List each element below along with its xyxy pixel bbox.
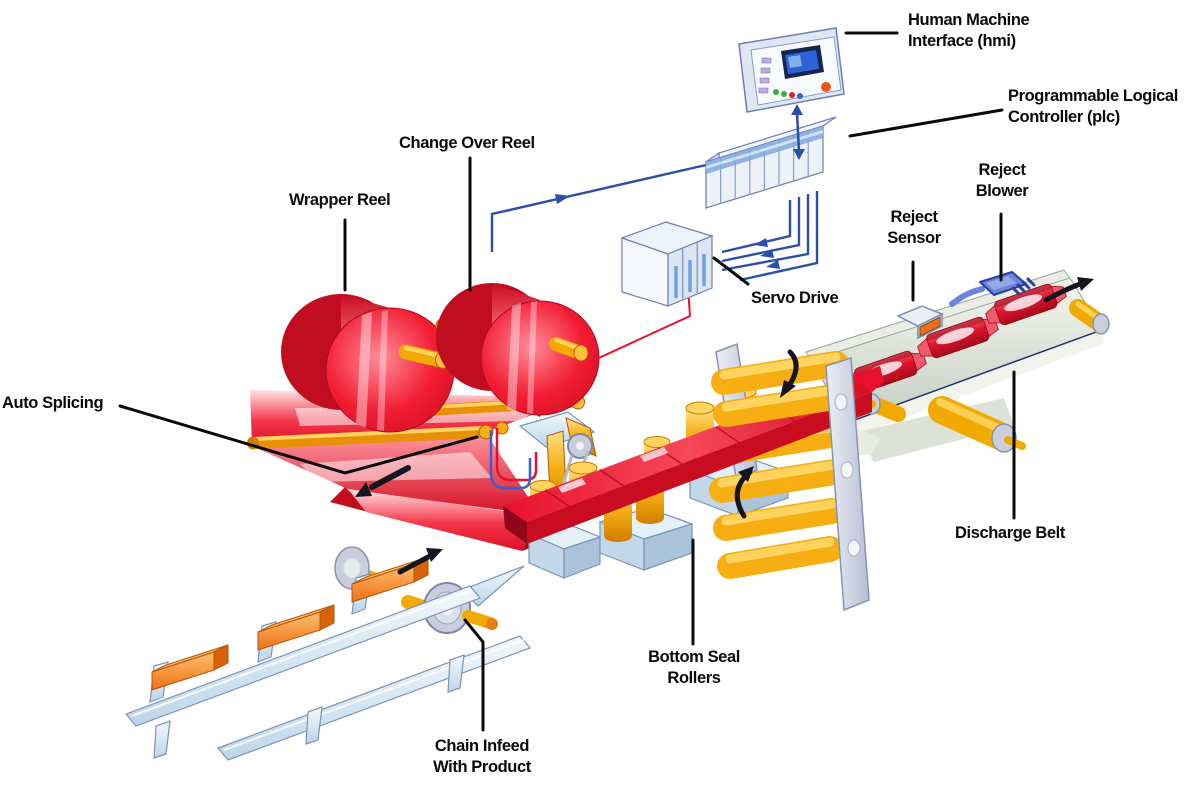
hmi-button [821,82,831,92]
splicer-blue-wire [489,430,532,490]
wire-arrow-icon [754,238,768,247]
roller-rotation-arrow-icon [734,466,754,519]
plc-unit [705,116,837,282]
label-reject-sensor: Reject Sensor [887,208,941,248]
wire-arrow-icon [766,260,780,269]
label-change-over-reel: Change Over Reel [399,134,535,152]
cross-seal-upper-rollers [711,351,849,427]
splicer-red-wire [495,428,538,482]
film-festoon [252,433,548,551]
hmi-button [797,93,803,99]
reject-sensor-device [896,305,944,340]
wrapper-reel [281,294,455,433]
label-bottom-seal-rollers: Bottom Seal Rollers [648,648,740,688]
hmi-plc-link-arrow-icon [791,104,805,160]
flow-arrow-icon [355,465,411,497]
hmi-key [760,67,771,74]
label-discharge-belt: Discharge Belt [955,524,1065,542]
roller-rotation-arrow-icon [780,349,799,398]
hmi-key [759,77,770,84]
wrapped-package [917,316,999,359]
servo-drive-unit [589,221,714,363]
hmi-key [758,87,769,94]
hmi-button [773,89,779,95]
leader-lines [118,31,1016,732]
label-plc: Programmable Logical Controller (plc) [1008,87,1178,127]
product-block [151,644,229,691]
belt-return-roller-large [928,396,1026,453]
product-block [257,604,335,651]
wire-arrow-icon [555,194,570,204]
label-reject-blower: Reject Blower [975,161,1029,201]
belt-end-roller [1069,299,1110,335]
label-hmi: Human Machine Interface (hmi) [908,11,1030,51]
plc-to-machine-wire [490,163,707,252]
wire-arrow-icon [760,249,774,258]
flow-arrow-icon [397,548,443,575]
change-over-reel [435,283,600,417]
chain-infeed-conveyor [124,546,532,761]
label-chain-infeed: Chain Infeed With Product [433,737,531,777]
label-wrapper-reel: Wrapper Reel [289,191,391,209]
hmi-panel [738,27,845,160]
cross-seal-right-plate [825,356,870,612]
hmi-button [781,91,787,97]
label-auto-splicing: Auto Splicing [2,394,104,412]
reject-blower-device [949,271,1036,307]
flow-arrow-icon [1043,277,1094,303]
hmi-button [789,92,795,98]
label-servo-drive: Servo Drive [751,289,839,307]
hmi-key [761,57,772,64]
